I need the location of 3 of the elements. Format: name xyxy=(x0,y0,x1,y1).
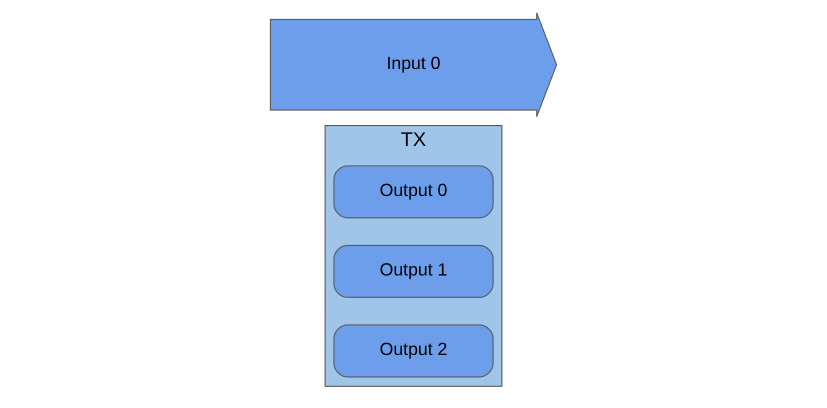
node-box: Output 2 xyxy=(333,324,494,378)
node-box: Output 0 xyxy=(333,165,494,218)
node-box: Output 1 xyxy=(333,244,494,298)
